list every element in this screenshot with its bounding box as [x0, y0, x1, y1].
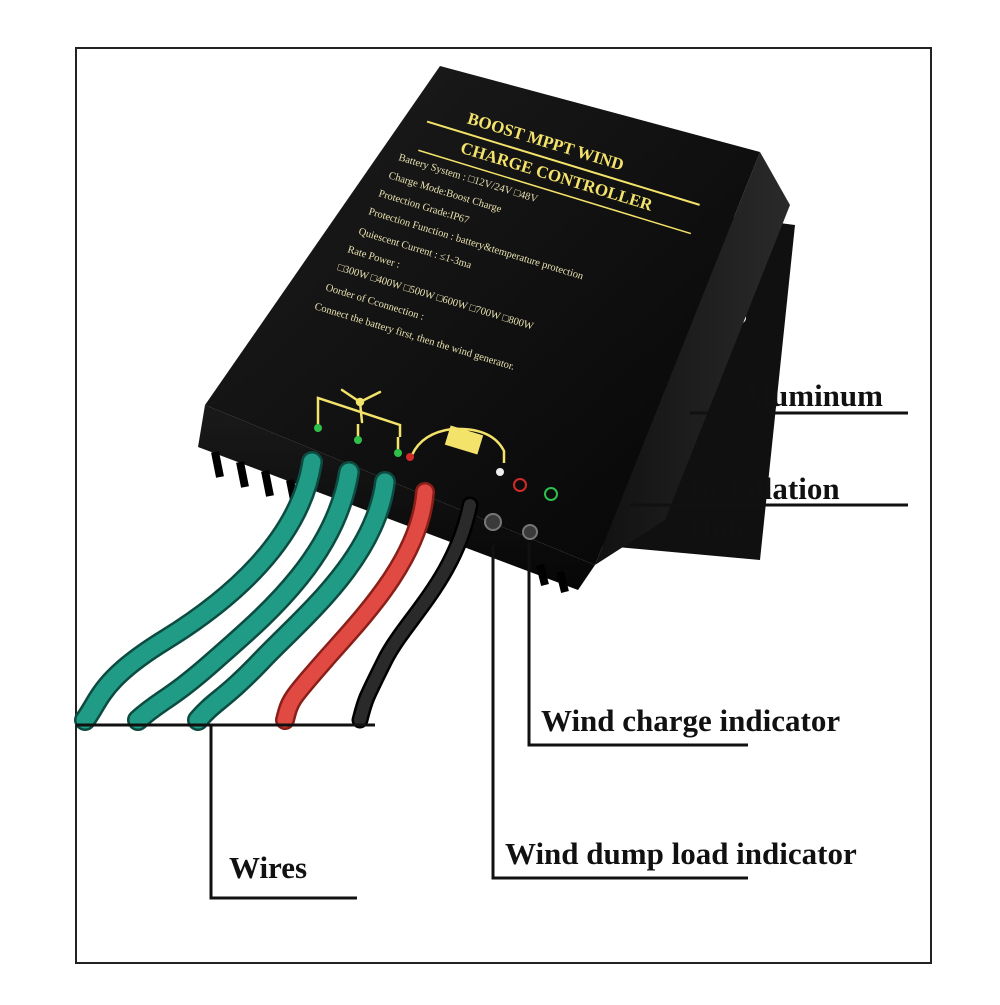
dump-load-led	[484, 513, 502, 531]
label-wind-charge-indicator: Wind charge indicator	[541, 703, 841, 738]
battery-icon	[406, 425, 506, 476]
case-side	[595, 152, 790, 565]
wires	[74, 451, 479, 731]
case-top	[205, 66, 760, 565]
callout-lines	[76, 411, 908, 900]
label-wires: Wires	[229, 850, 308, 885]
label-installation-hole-line2: Hole	[688, 510, 750, 545]
wind-turbine-icon	[316, 388, 402, 451]
charge-led	[522, 524, 538, 540]
label-aluminum: Aluminum	[740, 378, 883, 413]
case-front	[198, 405, 595, 590]
charge-led-icon	[544, 487, 558, 501]
label-wind-dump-load-indicator: Wind dump load indicator	[505, 836, 857, 871]
turbine-terminal-2	[354, 436, 362, 444]
panel-title-rule	[426, 120, 700, 206]
dump-load-led-icon	[513, 478, 527, 492]
turbine-terminal-3	[394, 449, 402, 457]
turbine-terminal-1	[314, 424, 322, 432]
label-installation-hole-line1: Installation	[688, 471, 840, 506]
panel-title-rule-2	[418, 149, 692, 235]
frame-border	[75, 47, 932, 964]
